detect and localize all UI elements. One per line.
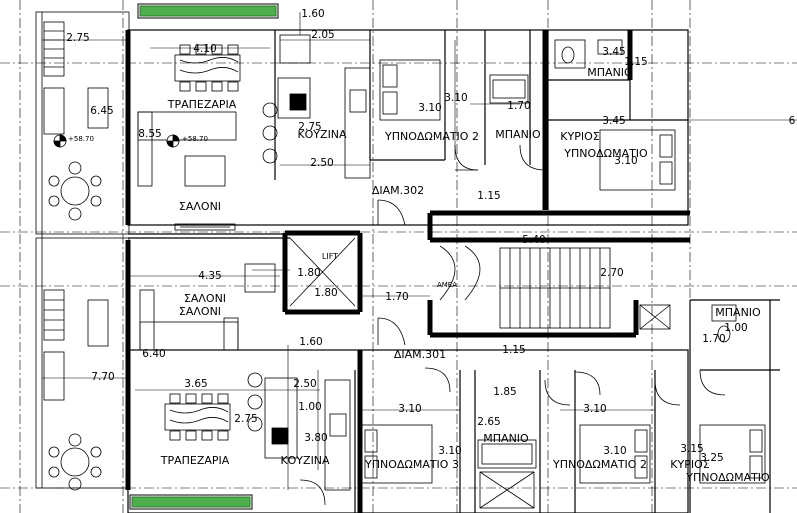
dim-275-bot: 2.75: [234, 413, 257, 425]
room-lift: LIFT: [322, 252, 338, 261]
room-bedroom2-bot: ΥΠΝΟΔΩΜΑΤΙΟ 2: [552, 458, 647, 471]
room-kitchen-bot: ΚΟΥΖΙΝΑ: [280, 454, 330, 467]
dining-table-bottom: [164, 393, 231, 441]
dim-100-right: 1.00: [724, 322, 747, 334]
staircase: [439, 245, 611, 329]
room-living-mid-2: ΣΑΛΟΝΙ: [179, 305, 221, 318]
dim-540: 5.40: [522, 234, 545, 246]
bed-bottom-2: [579, 424, 651, 484]
dim-265: 2.65: [477, 416, 500, 428]
dim-640: 6.40: [142, 348, 165, 360]
dim-115-hall: 1.15: [477, 190, 500, 202]
dim-770: 7.70: [91, 371, 114, 383]
room-living-mid-1: ΣΑΛΟΝΙ: [184, 292, 226, 305]
dim-160-mid: 1.60: [299, 336, 322, 348]
room-bath-bot-mid: ΜΠΑΝΙΟ: [483, 432, 529, 445]
room-labels: ΤΡΑΠΕΖΑΡΙΑ ΚΟΥΖΙΝΑ ΣΑΛΟΝΙ ΥΠΝΟΔΩΜΑΤΙΟ 2 …: [160, 66, 770, 484]
dim-310-b3-v: 3.10: [438, 445, 461, 457]
balcony-table-bottom: [48, 433, 102, 491]
furniture: [137, 34, 766, 509]
bed-master-top: [599, 129, 676, 191]
dim-205: 2.05: [311, 29, 334, 41]
dim-160-top: 1.60: [301, 8, 324, 20]
dim-380: 3.80: [304, 432, 327, 444]
kitchen-bottom: [247, 372, 351, 491]
room-hall-301: ΔΙΑΜ.301: [394, 348, 446, 361]
dim-6-edge: 6: [789, 115, 796, 127]
bed-master-bottom: [699, 424, 766, 484]
dimension-lines: [42, 12, 797, 490]
dim-435: 4.35: [198, 270, 221, 282]
dim-410: 4.10: [193, 43, 216, 55]
level-labels: +58.70 +58.70: [68, 135, 208, 143]
dim-310-b2b-v: 3.10: [603, 445, 626, 457]
dim-250-top: 2.50: [310, 157, 333, 169]
dim-275-left: 2.75: [66, 32, 89, 44]
dim-115-top: 1.15: [624, 56, 647, 68]
bath-bottom-mid: [477, 439, 537, 509]
dining-table-top: [174, 44, 241, 92]
dim-100-bot: 1.00: [298, 401, 321, 413]
bed-bottom-3: [361, 424, 433, 484]
dim-250-bot: 2.50: [293, 378, 316, 390]
room-bedroom2-top: ΥΠΝΟΔΩΜΑΤΙΟ 2: [384, 130, 479, 143]
room-bath-top-mid: ΜΠΑΝΙΟ: [495, 128, 541, 141]
level-mid: +58.70: [182, 135, 208, 143]
room-kitchen-top: ΚΟΥΖΙΝΑ: [297, 128, 347, 141]
dim-270: 2.70: [600, 267, 623, 279]
dim-310-b2b: 3.10: [583, 403, 606, 415]
doors: [299, 144, 726, 506]
sofa-top: [137, 111, 237, 187]
dim-855: 8.55: [138, 128, 161, 140]
kitchen-top: [262, 34, 371, 179]
sofa-mid: [139, 263, 276, 351]
dim-310-b2-h: 3.10: [418, 102, 441, 114]
dim-345-top: 3.45: [602, 46, 625, 58]
room-master-top-2: ΥΠΝΟΔΩΜΑΤΙΟ: [563, 147, 648, 160]
balcony: [35, 11, 130, 491]
balcony-planters: [43, 21, 109, 401]
dim-325: 3.25: [700, 452, 723, 464]
dim-310-master: 3.10: [614, 155, 637, 167]
room-master-bot-1: ΚΥΡΙΟΣ: [670, 458, 709, 471]
dim-315: 3.15: [680, 443, 703, 455]
room-dining-bot: ΤΡΑΠΕΖΑΡΙΑ: [160, 454, 230, 467]
bath-top-right: [554, 39, 623, 69]
room-bedroom3-bot: ΥΠΝΟΔΩΜΑΤΙΟ 3: [364, 458, 459, 471]
dim-170-top: 1.70: [507, 100, 530, 112]
dim-185: 1.85: [493, 386, 516, 398]
dim-180-b: 1.80: [314, 287, 337, 299]
room-bath-top-right: ΜΠΑΝΙΟ: [587, 66, 633, 79]
balcony-table-top: [48, 161, 102, 221]
level-markers: [53, 134, 180, 148]
dim-310-b2-v: 3.10: [444, 92, 467, 104]
bath-bottom-right: [639, 304, 737, 343]
dim-115-mid: 1.15: [502, 344, 525, 356]
room-dining-top: ΤΡΑΠΕΖΑΡΙΑ: [167, 98, 237, 111]
green-planters: [129, 3, 279, 510]
dim-170-right: 1.70: [702, 333, 725, 345]
dimension-labels: 1.60 2.75 4.10 2.05 6.45 2.75 8.55 2.50 …: [66, 8, 795, 464]
dim-180-a: 1.80: [297, 267, 320, 279]
dim-310-b3: 3.10: [398, 403, 421, 415]
bath-top-mid: [489, 74, 529, 104]
tv-unit: [174, 223, 236, 231]
dim-170-mid: 1.70: [385, 291, 408, 303]
room-bath-bot-right: ΜΠΑΝΙΟ: [715, 306, 761, 319]
dim-645: 6.45: [90, 105, 113, 117]
room-master-top-1: ΚΥΡΙΟΣ: [560, 130, 599, 143]
dim-345-master: 3.45: [602, 115, 625, 127]
room-living-top: ΣΑΛΟΝΙ: [179, 200, 221, 213]
room-ramp: ΑΜΕΑ: [437, 281, 457, 289]
dim-365: 3.65: [184, 378, 207, 390]
dim-275-kitchen: 2.75: [298, 121, 321, 133]
bed-top-2: [379, 59, 441, 121]
room-master-bot-2: ΥΠΝΟΔΩΜΑΤΙΟ: [685, 471, 770, 484]
level-top: +58.70: [68, 135, 94, 143]
room-hall-302: ΔΙΑΜ.302: [372, 184, 424, 197]
lift-shaft: [289, 237, 356, 307]
